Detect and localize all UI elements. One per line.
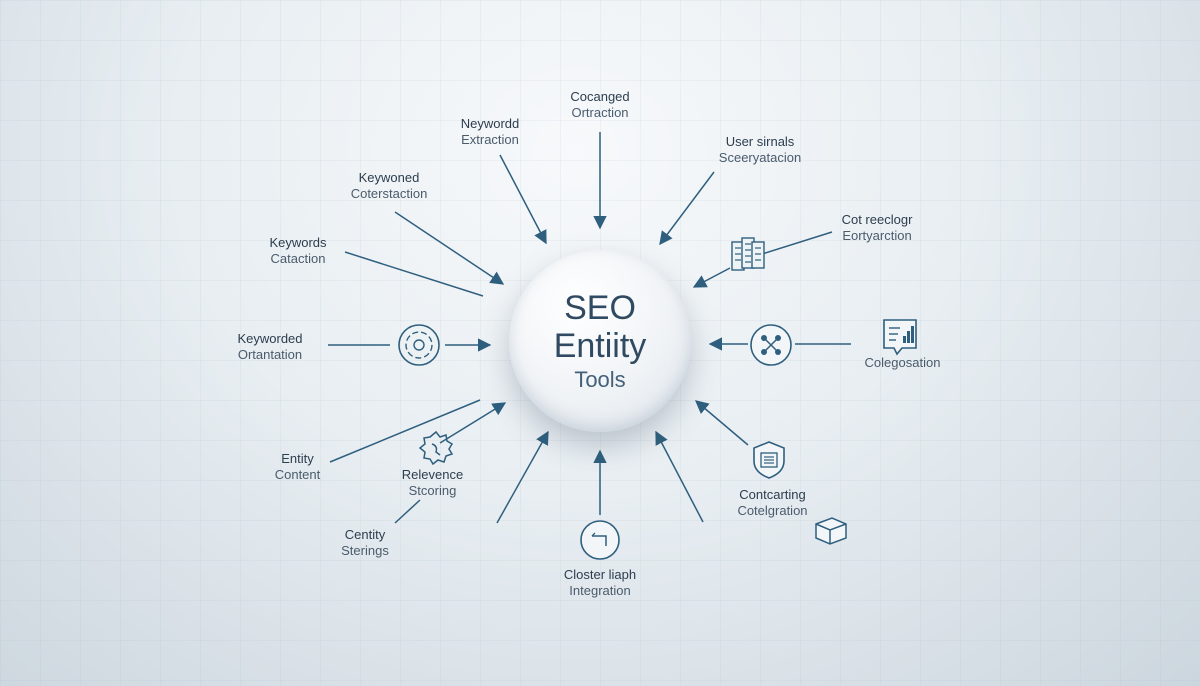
- label-left-4: Entity Content: [274, 451, 321, 482]
- connector-bottom-left: [496, 430, 549, 524]
- graph-circle-icon: [580, 520, 620, 560]
- label-top-center: Cocanged Ortraction: [570, 89, 630, 120]
- label-right-3: Contcarting Cotelgration: [737, 487, 808, 518]
- label-left-3: Keyworded Ortantation: [237, 331, 303, 362]
- label-bottom: Closter liaph Integration: [563, 567, 637, 598]
- shield-doc-icon: [753, 441, 785, 479]
- connector-right-1b: [692, 267, 731, 288]
- label-top-right-1: User sirnals Sceeryatacion: [718, 134, 802, 165]
- connector-bottom-right: [655, 430, 704, 523]
- label-left-1: Keywoned Coterstaction: [350, 170, 428, 201]
- connector-left-1: [394, 211, 505, 285]
- connector-right-3: [694, 400, 749, 446]
- hub-title-line1: SEO: [564, 289, 636, 327]
- target-icon: [398, 324, 440, 366]
- label-top-left-1: Neywordd Extraction: [460, 116, 520, 147]
- connector-left-4: [329, 399, 481, 463]
- gear-icon: [418, 430, 454, 466]
- label-right-1: Cot reeclogr Eortyarction: [841, 212, 913, 243]
- hub-title-line3: Tools: [574, 367, 626, 392]
- connector-mid-left: [439, 402, 507, 444]
- central-hub: SEO Entiity Tools: [509, 250, 691, 432]
- server-stack-icon: [731, 237, 765, 271]
- label-left-5: Centity Sterings: [341, 527, 389, 558]
- connector-top-left-1: [499, 154, 547, 245]
- hub-title-line2: Entiity: [553, 327, 647, 365]
- network-nodes-icon: [750, 324, 792, 366]
- chart-report-icon: [883, 319, 917, 356]
- cube-icon: [815, 517, 847, 545]
- label-mid-left: Relevence Stcoring: [401, 467, 464, 498]
- connector-left-5: [394, 499, 421, 524]
- connector-top-right-1: [659, 171, 715, 246]
- connector-right-1: [761, 231, 833, 255]
- connector-left-2: [344, 251, 484, 297]
- label-left-2: Keywords Cataction: [269, 235, 327, 266]
- label-right-2: Colegosation: [864, 355, 941, 370]
